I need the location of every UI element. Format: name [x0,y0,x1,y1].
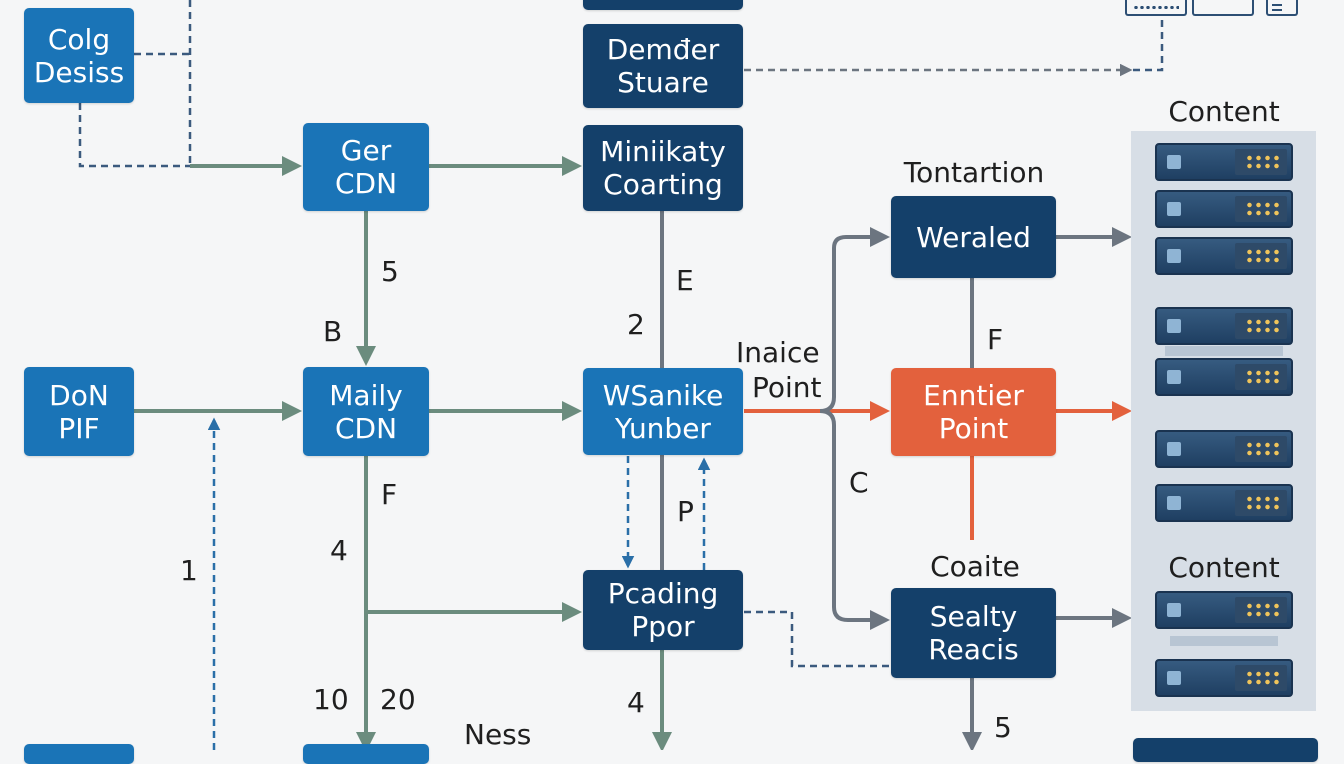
label-coaite: Coaite [930,550,1020,583]
server-icon [1155,484,1293,522]
node-label-line: Desiss [33,55,125,89]
node-weraled[interactable]: Weraled [891,196,1056,278]
node-label-line: DoN [49,378,109,412]
node-label-line: Pcading [607,577,719,610]
edge-label-4-bottom: 4 [627,686,645,719]
edge-label-f-right: F [987,323,1004,356]
edge-label-5: 5 [381,255,399,288]
node-label-line: Ger [340,134,392,167]
edge-label-f-left: F [381,478,398,511]
label-tontartion: Tontartion [903,156,1045,189]
server-icon [1155,190,1293,228]
edge-label-e: E [676,264,694,297]
edge-label-2: 2 [627,308,645,341]
edge-label-c: C [849,466,869,499]
node-top-partial[interactable] [583,0,743,10]
node-label-line: PIF [58,411,100,445]
edge-label-p: P [677,495,694,528]
node-label-line: Yunber [615,411,711,445]
node-label-line: Colg [47,22,111,56]
rack-connector [1170,636,1278,646]
node-label-line: Coarting [603,168,723,201]
server-icon [1155,237,1293,275]
node-bottom-mid-partial[interactable] [303,744,429,764]
rack-connector [1165,346,1283,356]
server-icon [1155,307,1293,345]
document-icon-line [1272,9,1282,11]
server-icon [1155,430,1293,468]
node-label-line: Point [938,412,1009,445]
node-label-line: Maily [329,378,403,412]
node-label-line: CDN [334,167,398,200]
document-icon [1266,0,1298,16]
edge-dashed-pcading-to-sealty [744,610,892,668]
node-label-line: Enntier [923,379,1024,412]
edge-label-10: 10 [313,683,349,716]
edge-label-1: 1 [180,554,198,587]
edge-branch-to-sealty [819,409,890,630]
server-icon [1155,358,1293,396]
edge-branch-to-weraled [819,227,890,413]
node-label-line: WSanike [602,378,724,412]
edge-dashed-icons-down [1132,20,1164,72]
server-icon [1155,659,1293,697]
edge-label-20: 20 [380,683,416,716]
node-label-line: Miniikaty [600,135,726,168]
server-icon [1125,0,1187,16]
label-point: Point [752,371,822,404]
label-content-bottom: Content [1168,551,1280,584]
label-ness: Ness [464,718,532,751]
edge-label-4-left: 4 [330,534,348,567]
node-bottom-left-partial[interactable] [24,744,134,764]
edge-label-5-bottom: 5 [994,711,1012,744]
node-label-line: Stuare [617,66,709,99]
node-label-line: Ppor [631,610,695,643]
node-label-line: Reacis [928,633,1019,666]
edge-label-b: B [323,315,343,348]
server-icon [1155,143,1293,181]
node-label-line: Weraled [916,220,1031,254]
window-icon [1192,0,1254,16]
edge-dashed-colg-to-ger [78,103,190,168]
server-icon-dots [1133,6,1179,9]
node-bottom-right-partial[interactable] [1133,738,1318,762]
node-label-line: Demđer [606,33,720,66]
document-icon-line [1272,4,1282,6]
server-icon [1155,591,1293,629]
node-label-line: CDN [334,411,398,445]
label-content-top: Content [1168,95,1280,128]
label-inaice: Inaice [736,336,820,369]
node-label-line: Sealty [929,600,1018,633]
